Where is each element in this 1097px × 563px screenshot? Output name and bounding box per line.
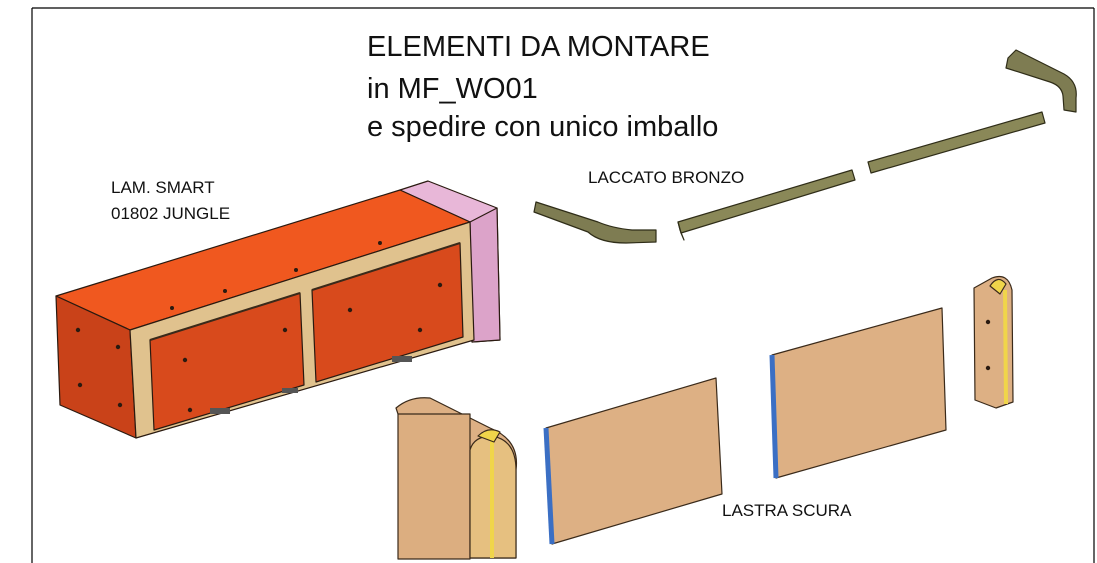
profiles-finish-label: LACCATO BRONZO	[588, 168, 745, 187]
bronze-profiles	[533, 49, 1077, 244]
panels-finish-label: LASTRA SCURA	[722, 501, 852, 520]
cabinet-finish-label-2: 01802 JUNGLE	[111, 204, 231, 223]
wall-cabinet	[55, 180, 501, 439]
panel-2	[771, 307, 947, 479]
profile-corner	[1005, 49, 1077, 113]
profile-straight-2	[867, 111, 1046, 174]
cabinet-finish-label-1: LAM. SMART	[111, 178, 215, 197]
dark-panels	[395, 275, 1014, 560]
drawing-frame	[31, 7, 1095, 563]
title-line-2: in MF_WO01	[367, 73, 538, 105]
title-line-1: ELEMENTI DA MONTARE	[367, 31, 710, 63]
title-line-3: e spedire con unico imballo	[367, 111, 719, 143]
profile-curved	[533, 201, 657, 244]
panel-1	[545, 377, 723, 545]
